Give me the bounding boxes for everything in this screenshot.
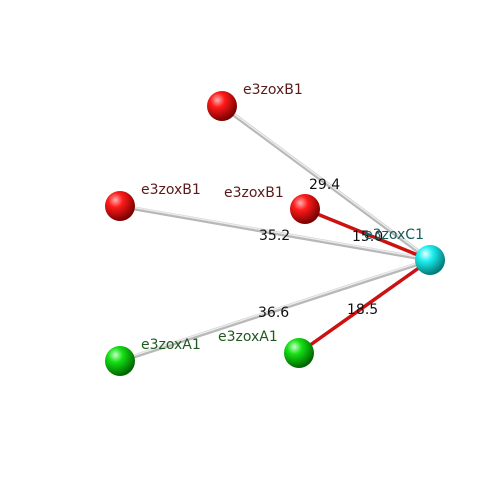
edge-b_mid-c_hub bbox=[303, 207, 432, 262]
node-a_left[interactable] bbox=[105, 346, 135, 376]
node-label-c_hub: e3zoxC1 bbox=[364, 227, 424, 243]
edge-weight-label: 36.6 bbox=[258, 305, 289, 321]
edge-highlight bbox=[119, 258, 431, 361]
edges-layer bbox=[118, 104, 432, 363]
node-label-b_mid: e3zoxB1 bbox=[224, 185, 284, 201]
edge-b_left-c_hub bbox=[118, 204, 432, 262]
edge-b_top-c_hub bbox=[220, 104, 432, 262]
node-label-b_top: e3zoxB1 bbox=[243, 82, 303, 98]
node-b_left[interactable] bbox=[105, 191, 135, 221]
node-b_mid[interactable] bbox=[290, 194, 320, 224]
edge-weight-label: 18.5 bbox=[347, 302, 378, 318]
edge-weight-label: 35.2 bbox=[259, 228, 290, 244]
node-label-b_left: e3zoxB1 bbox=[141, 182, 201, 198]
edge-labels-layer: 29.4 35.2 15.0 36.6 18.5 bbox=[258, 177, 383, 321]
edge-weight-label: 29.4 bbox=[309, 177, 340, 193]
edge-a_left-c_hub bbox=[118, 258, 432, 363]
nodes-layer bbox=[105, 91, 445, 376]
node-label-a_mid: e3zoxA1 bbox=[218, 329, 278, 345]
node-c_hub[interactable] bbox=[415, 245, 445, 275]
node-labels-layer: e3zoxB1 e3zoxB1 e3zoxB1 e3zoxA1 e3zoxA1 e3zox… bbox=[141, 82, 424, 353]
node-label-a_left: e3zoxA1 bbox=[141, 337, 201, 353]
node-a_mid[interactable] bbox=[284, 338, 314, 368]
node-b_top[interactable] bbox=[207, 91, 237, 121]
edge-a_mid-c_hub bbox=[297, 258, 432, 355]
edge-highlight bbox=[221, 104, 431, 260]
edge-weight-label: 15.0 bbox=[352, 229, 383, 245]
edge-highlight bbox=[119, 204, 431, 260]
